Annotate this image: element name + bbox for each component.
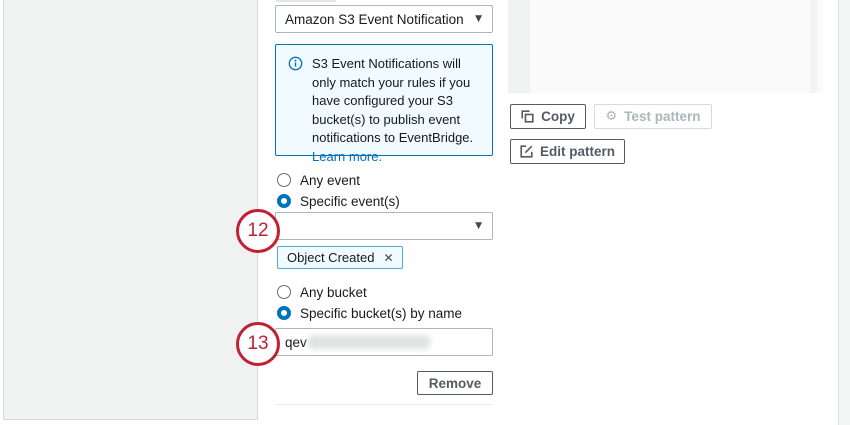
radio-button-checked-icon[interactable] (277, 194, 291, 208)
specific-event-select[interactable]: ▼ (275, 212, 493, 240)
event-type-select-value: Amazon S3 Event Notification (285, 11, 464, 27)
event-token-object-created: Object Created ✕ (277, 246, 403, 269)
radio-specific-buckets-label: Specific bucket(s) by name (300, 305, 463, 321)
left-placeholder-panel (3, 0, 258, 420)
radio-any-bucket[interactable]: Any bucket (277, 284, 367, 300)
clipped-field-label (276, 0, 336, 2)
event-token-label: Object Created (287, 250, 375, 265)
edit-pattern-button[interactable]: Edit pattern (510, 139, 625, 164)
redacted-text-blur (307, 335, 430, 349)
remove-button-label: Remove (428, 375, 482, 391)
copy-button-label: Copy (541, 109, 575, 124)
annotation-marker-13: 13 (236, 322, 280, 366)
chevron-down-icon: ▼ (475, 220, 482, 231)
chevron-down-icon: ▼ (475, 13, 482, 24)
code-scroll-strip (810, 0, 817, 93)
test-pattern-button[interactable]: ⚙ Test pattern (594, 104, 712, 129)
radio-button-checked-icon[interactable] (277, 306, 291, 320)
radio-any-event[interactable]: Any event (277, 172, 360, 188)
scrollbar-track[interactable] (838, 0, 850, 425)
event-type-select[interactable]: Amazon S3 Event Notification ▼ (275, 5, 493, 33)
code-line-gutter (508, 0, 530, 93)
radio-button-icon[interactable] (277, 285, 291, 299)
section-divider (275, 404, 493, 405)
info-alert-text: S3 Event Notifications will only match y… (312, 55, 482, 164)
radio-specific-events-label: Specific event(s) (300, 193, 400, 209)
radio-specific-events[interactable]: Specific event(s) (277, 193, 400, 209)
edit-icon (520, 145, 533, 158)
copy-icon (521, 110, 534, 123)
radio-button-icon[interactable] (277, 173, 291, 187)
remove-button[interactable]: Remove (417, 371, 493, 395)
radio-any-event-label: Any event (300, 172, 361, 188)
close-icon[interactable]: ✕ (383, 250, 394, 265)
info-alert-message: S3 Event Notifications will only match y… (312, 56, 474, 146)
bucket-name-input[interactable]: qev (275, 328, 493, 356)
event-pattern-preview (508, 0, 823, 93)
s3-notification-info-alert: S3 Event Notifications will only match y… (275, 44, 493, 164)
annotation-marker-12-number: 12 (247, 220, 269, 241)
radio-any-bucket-label: Any bucket (300, 284, 367, 300)
bucket-name-input-value: qev (285, 334, 307, 350)
learn-more-link[interactable]: Learn more. (312, 148, 383, 164)
gear-icon: ⚙ (605, 109, 618, 124)
annotation-marker-12: 12 (236, 209, 280, 253)
radio-specific-buckets[interactable]: Specific bucket(s) by name (277, 305, 462, 321)
copy-button[interactable]: Copy (510, 104, 586, 129)
annotation-marker-13-number: 13 (247, 333, 269, 354)
info-icon (288, 55, 304, 145)
test-pattern-button-label: Test pattern (624, 109, 701, 124)
edit-pattern-button-label: Edit pattern (539, 144, 615, 159)
